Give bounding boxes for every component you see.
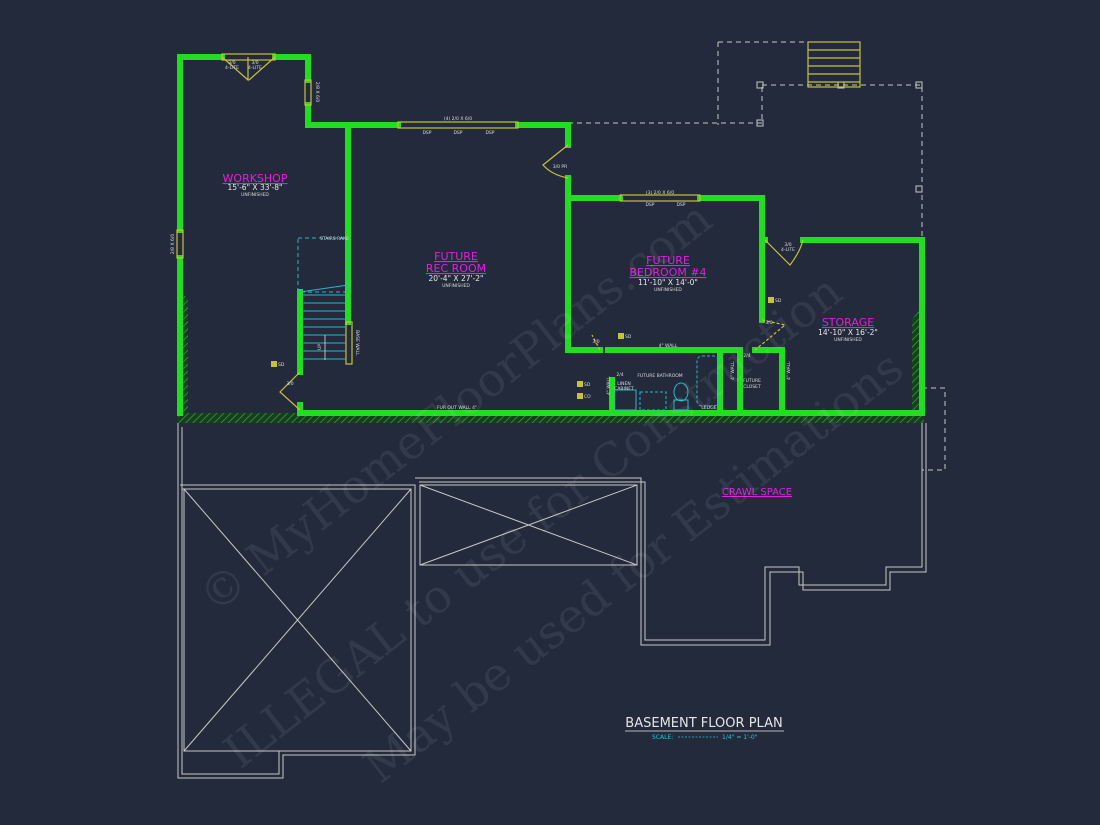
- future-closet-label: CLOSET: [743, 384, 761, 390]
- base-wall-label: BASE WALL: [354, 330, 360, 356]
- sd-label: SD: [584, 382, 591, 388]
- door-label: 3/0: [286, 381, 293, 387]
- ledge-label: LEDGE: [701, 405, 716, 411]
- sd-label: SD: [625, 334, 632, 340]
- plan-title-block: BASEMENT FLOOR PLAN SCALE: 1/4" = 1'-0": [625, 716, 784, 741]
- room-labels: WORKSHOP 15'-6" X 33'-8" UNFINISHED FUTU…: [223, 172, 878, 498]
- storage-size: 14'-10" X 16'-2": [818, 328, 878, 337]
- sd-label: SD: [278, 362, 285, 368]
- deck-outline: [568, 41, 946, 471]
- bathroom-fixtures: [613, 355, 720, 411]
- fur-out-wall-label: FUR OUT WALL 4": [437, 405, 477, 411]
- crawl-space-outline: [177, 423, 927, 779]
- scale-label: SCALE:: [652, 734, 673, 741]
- door-label: 4-LITE: [781, 247, 795, 253]
- door-label: 4-LITE: [225, 65, 239, 71]
- bedroom-label-2: BEDROOM #4: [629, 266, 706, 279]
- window-label: 2/8 X 6/0: [170, 234, 176, 255]
- interior-stairs: [297, 237, 349, 360]
- workshop-label: WORKSHOP: [223, 172, 288, 185]
- wall-label: 4" WALL: [606, 376, 612, 395]
- door-label: 3/0: [784, 242, 791, 248]
- door-label: 3/0: [251, 60, 258, 66]
- door-label: 4-LITE: [248, 65, 262, 71]
- linen-cabinet-label: CABINET: [614, 386, 634, 392]
- dsp-label: DSP: [485, 130, 494, 136]
- dsp-label: DSP: [422, 130, 431, 136]
- door-label: 2/4: [743, 353, 750, 359]
- future-closet-label: FUTURE: [743, 378, 761, 384]
- workshop-note: UNFINISHED: [241, 192, 269, 198]
- window-label: 2/8 X 6/0: [314, 82, 320, 103]
- workshop-size: 15'-6" X 33'-8": [228, 183, 283, 192]
- dsp-label: DSP: [645, 202, 654, 208]
- annotations: 3/0 4-LITE 3/0 4-LITE 2/8 X 6/0 2/8 X 6/…: [170, 60, 795, 411]
- bedroom-size: 11'-10" X 14'-0": [638, 278, 698, 287]
- bedroom-note: UNFINISHED: [654, 287, 682, 293]
- storage-note: UNFINISHED: [834, 337, 862, 343]
- exterior-stairs: [807, 41, 861, 88]
- rec-room-note: UNFINISHED: [442, 283, 470, 289]
- plan-title: BASEMENT FLOOR PLAN: [625, 716, 782, 731]
- door-label: 2/4: [616, 372, 623, 378]
- watermark: © MyHomeFloorPlans.com ILLEGAL to use fo…: [189, 191, 914, 794]
- door-label: 3/0: [228, 60, 235, 66]
- rec-room-size: 20'-4" X 27'-2": [429, 274, 484, 283]
- linen-cabinet-label: LINEN: [617, 381, 630, 387]
- wall-label: 4" WALL: [659, 343, 678, 349]
- smoke-detector-markers: [271, 297, 774, 399]
- stairs-rake-label: STAIRS RAKE: [320, 236, 349, 242]
- sd-label: SD: [775, 298, 782, 304]
- openings: [176, 53, 804, 411]
- dsp-label: DSP: [453, 130, 462, 136]
- storage-label: STORAGE: [822, 316, 874, 329]
- door-label: 3/0: [592, 339, 599, 345]
- wall-label: 4" WALL: [786, 361, 792, 380]
- co-label: CO: [584, 394, 591, 400]
- door-label: 3/0 PR: [553, 164, 568, 170]
- dsp-label: DSP: [676, 202, 685, 208]
- door-label: 3/0: [765, 320, 772, 326]
- future-bathroom-label: FUTURE BATHROOM: [637, 373, 682, 379]
- stairs-up-label: UP: [317, 344, 323, 350]
- rec-room-label-2: REC ROOM: [426, 262, 486, 275]
- window-label: (3) 2/0 X 6/0: [646, 190, 674, 196]
- crawl-space-label: CRAWL SPACE: [722, 487, 792, 498]
- wall-label: 4" WALL: [730, 361, 736, 380]
- rec-room-label-1: FUTURE: [434, 250, 478, 263]
- bedroom-label-1: FUTURE: [646, 254, 690, 267]
- window-label: (4) 2/0 X 6/0: [444, 116, 472, 122]
- scale-value: 1/4" = 1'-0": [722, 734, 758, 741]
